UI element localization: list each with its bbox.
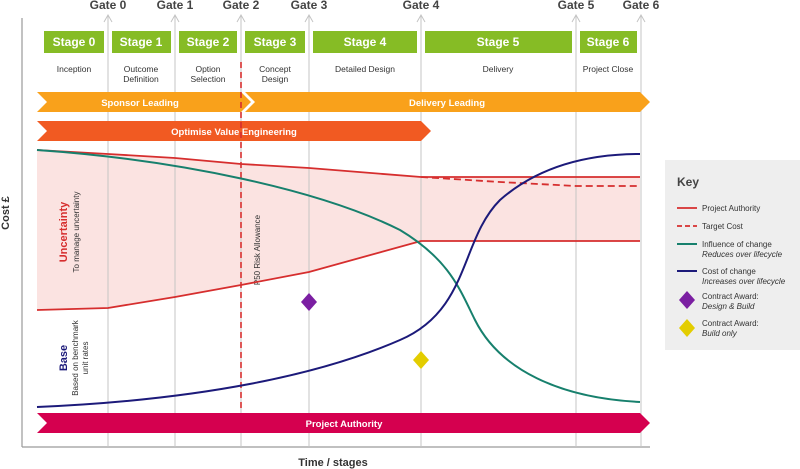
stage-label-3: Stage 3 <box>254 35 297 49</box>
gate-arrow-1 <box>170 13 180 23</box>
stage-boxes: Stage 0 Stage 1 Stage 2 Stage 3 Stage 4 … <box>44 31 637 53</box>
gate-label-0: Gate 0 <box>90 0 127 12</box>
stage-box-5 <box>425 31 572 53</box>
stage-box-6 <box>580 31 637 53</box>
gate-arrow-3 <box>304 13 314 23</box>
key-swatch-design-build-diamond <box>679 291 695 309</box>
gate-arrow-5 <box>571 13 581 23</box>
stage-desc-2a: Option <box>195 64 220 74</box>
base-subtitle-line1: Based on benchmark <box>71 319 80 396</box>
uncertainty-title: Uncertainty <box>58 201 70 262</box>
project-authority-band <box>37 413 650 433</box>
key-label-cost-of-change: Cost of change <box>702 267 756 276</box>
gate-labels: Gate 0 Gate 1 Gate 2 Gate 3 Gate 4 Gate … <box>90 0 660 12</box>
gate-label-4: Gate 4 <box>403 0 440 12</box>
stage-desc-5: Delivery <box>483 64 514 74</box>
stage-label-4: Stage 4 <box>344 35 387 49</box>
uncertainty-subtitle: To manage uncertainty <box>72 192 81 273</box>
stage-desc-2b: Selection <box>191 74 226 84</box>
stage-desc-4: Detailed Design <box>335 64 395 74</box>
base-title: Base <box>58 345 70 371</box>
stage-label-5: Stage 5 <box>477 35 520 49</box>
optimise-value-band <box>37 121 431 141</box>
sponsor-leading-band <box>37 92 251 112</box>
influence-of-change-curve <box>36 149 641 403</box>
key-label-contract-award-2: Contract Award: <box>702 319 759 328</box>
project-authority-lower-line <box>36 240 640 311</box>
key-sub-cost-of-change: Increases over lifecycle <box>702 277 786 286</box>
key-title: Key <box>677 175 699 189</box>
stage-box-1 <box>112 31 171 53</box>
p50-risk-label: P50 Risk Allowance <box>253 214 262 285</box>
key-label-target-cost: Target Cost <box>702 222 744 231</box>
gate-label-5: Gate 5 <box>558 0 595 12</box>
stage-label-2: Stage 2 <box>187 35 230 49</box>
stage-box-2 <box>179 31 237 53</box>
y-axis-label: Cost £ <box>0 196 12 230</box>
sponsor-leading-label: Sponsor Leading <box>101 98 179 109</box>
stage-desc-3b: Design <box>262 74 289 84</box>
key-panel: Key Project Authority Target Cost Influe… <box>665 160 800 350</box>
uncertainty-area <box>37 150 640 310</box>
key-label-influence: Influence of change <box>702 240 772 249</box>
stage-desc-1a: Outcome <box>124 64 159 74</box>
stage-descriptions: Inception Outcome Definition Option Sele… <box>57 64 634 84</box>
base-subtitle-line2: unit rates <box>81 342 90 375</box>
key-sub-build-only: Build only <box>702 329 738 338</box>
key-sub-influence: Reduces over lifecycle <box>702 250 783 259</box>
contract-award-design-build-diamond <box>301 293 317 311</box>
gate-arrow-0 <box>103 13 113 23</box>
key-background <box>665 160 800 350</box>
stage-label-1: Stage 1 <box>120 35 163 49</box>
stage-box-4 <box>313 31 417 53</box>
contract-award-build-only-diamond <box>413 351 429 369</box>
gate-label-1: Gate 1 <box>157 0 194 12</box>
stage-label-6: Stage 6 <box>587 35 630 49</box>
key-swatch-build-only-diamond <box>679 319 695 337</box>
gate-arrow-2 <box>236 13 246 23</box>
key-label-project-authority: Project Authority <box>702 204 760 213</box>
project-authority-band-label: Project Authority <box>306 419 383 430</box>
delivery-leading-label: Delivery Leading <box>409 98 485 109</box>
gate-arrow-4 <box>416 13 426 23</box>
stage-desc-6: Project Close <box>583 64 634 74</box>
gate-arrow-6 <box>636 13 646 23</box>
optimise-value-label: Optimise Value Engineering <box>171 127 297 138</box>
gate-label-3: Gate 3 <box>291 0 328 12</box>
stage-box-0 <box>44 31 104 53</box>
gate-label-6: Gate 6 <box>623 0 660 12</box>
x-axis-label: Time / stages <box>298 457 368 469</box>
key-sub-design-build: Design & Build <box>702 302 755 311</box>
stage-desc-1b: Definition <box>123 74 159 84</box>
target-cost-line <box>420 176 640 187</box>
stage-desc-0: Inception <box>57 64 92 74</box>
key-label-contract-award-1: Contract Award: <box>702 292 759 301</box>
gate-label-2: Gate 2 <box>223 0 260 12</box>
stage-desc-3a: Concept <box>259 64 291 74</box>
delivery-leading-band <box>245 92 650 112</box>
cost-of-change-curve <box>36 153 641 408</box>
stage-label-0: Stage 0 <box>53 35 96 49</box>
stage-box-3 <box>245 31 305 53</box>
